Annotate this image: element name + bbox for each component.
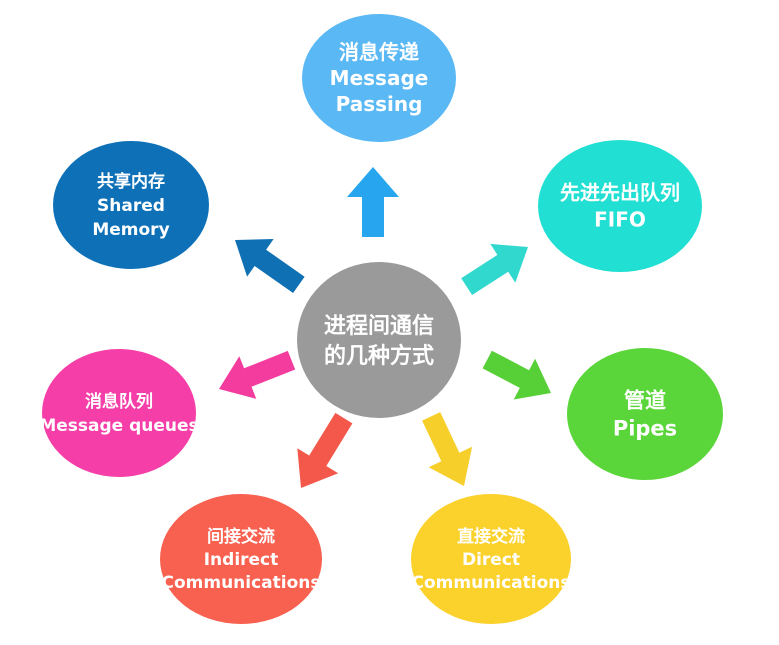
message-queues-bubble [42,349,196,477]
indirect-communications-label-line: Communications [161,573,320,593]
pipes-label-line: 管道 [624,389,666,413]
arrows-layer [219,167,551,488]
fifo-bubble [538,140,702,272]
pipes-bubble [567,348,723,480]
direct-communications-label-line: Direct [462,550,520,570]
shared-memory-label-line: 共享内存 [97,171,165,192]
message-passing-label-line: Message [330,66,429,90]
message-passing-label-line: Passing [336,92,423,116]
direct-communications-label-line: 直接交流 [457,526,525,547]
indirect-communications-bubble [160,494,322,624]
arrow-to-direct-communications [422,412,473,486]
shared-memory-bubble [53,141,209,269]
arrow-to-pipes [482,350,551,400]
center-bubble [297,262,461,418]
arrow-to-indirect-communications [297,412,353,488]
node-fifo: 先进先出队列 FIFO [538,140,702,272]
indirect-communications-label-line: Indirect [204,550,279,570]
message-queues-label-line: Message queues [39,416,198,436]
direct-communications-bubble [411,494,571,624]
message-passing-label-line: 消息传递 [339,40,419,64]
center-label-line: 的几种方式 [324,343,434,369]
arrow-to-message-passing [347,167,399,237]
shared-memory-label-line: Memory [92,220,169,240]
arrow-to-shared-memory [235,239,305,293]
node-pipes: 管道 Pipes [567,348,723,480]
center-label-line: 进程间通信 [324,313,434,339]
fifo-label-line: 先进先出队列 [560,181,680,205]
message-passing-bubble [302,14,456,142]
fifo-label-line: FIFO [594,208,646,232]
indirect-communications-label-line: 间接交流 [207,526,275,547]
node-message-queues: 消息队列 Message queues [39,349,199,477]
arrow-to-message-queues [219,350,296,399]
direct-communications-label-line: Communications [411,573,570,593]
message-queues-label-line: 消息队列 [85,391,153,412]
arrow-to-fifo [461,243,528,295]
shared-memory-label-line: Shared [97,196,165,216]
pipes-label-line: Pipes [613,417,677,441]
